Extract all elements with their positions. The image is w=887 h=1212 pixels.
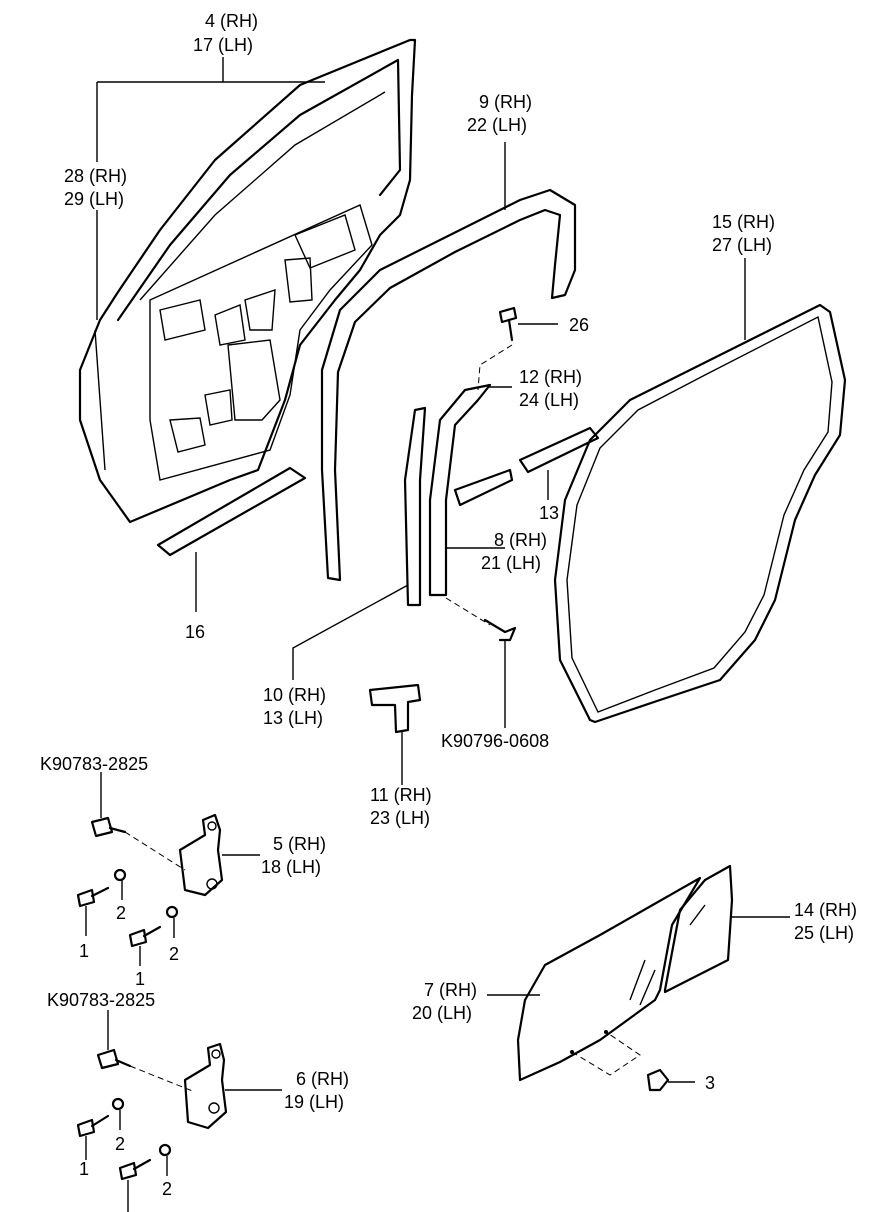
- callout-frame-rh: 28 (RH): [64, 166, 127, 186]
- callout-bolt-mid-code: K90783-2825: [47, 990, 155, 1010]
- callout-sash-rh: 8 (RH): [494, 530, 547, 550]
- callout-n2a: 2: [116, 903, 126, 923]
- callout-weather-lh: 27 (LH): [712, 235, 772, 255]
- callout-rail-16: 16: [185, 622, 205, 642]
- quarter-glass: [663, 864, 790, 994]
- callout-glass-rh: 7 (RH): [424, 980, 477, 1000]
- callout-glass-run-rh: 10 (RH): [263, 685, 326, 705]
- callout-bolt-k0608: K90796-0608: [441, 731, 549, 751]
- callout-sash-lh: 21 (LH): [481, 553, 541, 573]
- sash-channel: [428, 383, 514, 597]
- callout-n2c: 2: [115, 1134, 125, 1154]
- callout-clip-lh: 23 (LH): [370, 808, 430, 828]
- callout-frame-lh: 29 (LH): [64, 189, 124, 209]
- callout-clip-3: 3: [705, 1073, 715, 1093]
- strip-13: [518, 426, 600, 500]
- callout-hinge-up-rh: 5 (RH): [273, 834, 326, 854]
- callout-n1c: 1: [79, 1159, 89, 1179]
- callout-chan-lh: 24 (LH): [519, 390, 579, 410]
- callout-n2b: 2: [169, 944, 179, 964]
- callout-clip-rh: 11 (RH): [370, 785, 432, 805]
- door-panel: [78, 38, 417, 524]
- callout-hinge-up-lh: 18 (LH): [261, 857, 321, 877]
- bolt-k0608: [445, 597, 517, 728]
- callout-hinge-lo-lh: 19 (LH): [284, 1092, 344, 1112]
- callout-glass-q-rh: 14 (RH): [794, 900, 857, 920]
- callout-glass-lh: 20 (LH): [412, 1003, 472, 1023]
- callout-door-lh: 17 (LH): [193, 35, 253, 55]
- lower-hinge: [76, 1010, 282, 1212]
- run-channel: [320, 142, 577, 582]
- callout-n1a: 1: [79, 941, 89, 961]
- bolt-26: [477, 306, 558, 391]
- callout-bolt-top-code: K90783-2825: [40, 754, 148, 774]
- door-glass: [487, 876, 702, 1082]
- callout-glass-run-lh: 13 (LH): [263, 708, 323, 728]
- callout-hinge-lo-rh: 6 (RH): [296, 1069, 349, 1089]
- callout-chan-rh: 12 (RH): [519, 367, 582, 387]
- callout-n2d: 2: [162, 1179, 172, 1199]
- weatherstrip: [553, 258, 847, 724]
- clip-3: [646, 1068, 695, 1092]
- clip-11: [368, 683, 422, 785]
- glass-run: [292, 406, 427, 680]
- callout-bolt-26: 26: [569, 315, 589, 335]
- callout-weather-rh: 15 (RH): [712, 212, 775, 232]
- callout-run-rh: 9 (RH): [479, 92, 532, 112]
- upper-hinge: [76, 772, 260, 966]
- callout-strip-13: 13: [539, 503, 559, 523]
- callout-door-rh: 4 (RH): [205, 11, 258, 31]
- callout-n1b: 1: [135, 969, 145, 989]
- callout-glass-q-lh: 25 (LH): [794, 923, 854, 943]
- callout-run-lh: 22 (LH): [467, 115, 527, 135]
- lower-rail: [156, 466, 307, 612]
